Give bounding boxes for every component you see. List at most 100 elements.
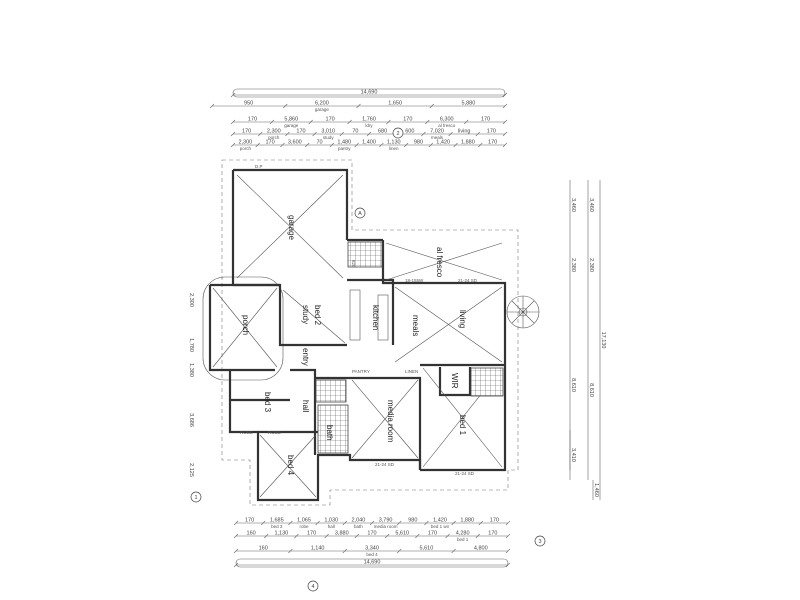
bottom-dimension-value: 5,610 bbox=[420, 546, 434, 552]
right-dimension-value: 3,410 bbox=[570, 448, 576, 462]
bottom-dimension-value: 3,880 bbox=[335, 531, 349, 537]
room-meals: meals bbox=[411, 315, 420, 336]
top-dimension-tick bbox=[448, 131, 453, 137]
porch-canopy bbox=[202, 276, 284, 381]
bottom-dimension-tick bbox=[451, 520, 456, 526]
bottom-dimension-tick bbox=[260, 520, 266, 526]
section-marker-circle bbox=[392, 127, 404, 139]
roof-outline bbox=[221, 159, 519, 506]
top-dimension-tick bbox=[403, 142, 409, 148]
top-dimension-tick bbox=[475, 131, 481, 137]
top-dimension-tick bbox=[308, 119, 313, 125]
top-dimension-value: 1,130 bbox=[387, 140, 401, 146]
top-dimension-value: 170 bbox=[487, 129, 496, 135]
bottom-dimension-tick bbox=[324, 533, 329, 539]
top-dimension-label: pantry bbox=[338, 146, 351, 151]
room-linen: LINEN bbox=[405, 369, 418, 374]
bottom-dimension-tick bbox=[445, 533, 450, 539]
bottom-dimension-tick bbox=[415, 533, 420, 539]
bottom-dimension-label: bed 1 wir bbox=[431, 524, 450, 529]
room-pantry: PANTRY bbox=[352, 369, 370, 374]
bottom-dimension-value: 4,280 bbox=[456, 531, 470, 537]
note-dp: D.P bbox=[255, 164, 263, 169]
top-dimension-tick bbox=[428, 142, 434, 148]
top-dimension-value: 680 bbox=[378, 129, 387, 135]
top-dimension-value: 1,480 bbox=[337, 140, 351, 146]
room-garage: garage bbox=[287, 215, 296, 240]
left-dimension-value: 2,300 bbox=[188, 293, 194, 307]
room-robe-1: ROBE bbox=[240, 430, 253, 435]
section-marker-circle bbox=[354, 207, 366, 219]
bottom-dimension-value: 160 bbox=[259, 546, 268, 552]
bottom-dimension-tick bbox=[288, 548, 293, 554]
bottom-dimension-tick bbox=[505, 520, 511, 526]
top-dimension-value: 5,860 bbox=[284, 117, 298, 123]
section-marker-label: 1 bbox=[194, 495, 197, 501]
room-entry: entry bbox=[301, 348, 310, 366]
top-dimension-value: 7,020 bbox=[430, 129, 444, 135]
note-window-1: 18-155W bbox=[405, 278, 424, 283]
room-bed2: bed 2 bbox=[313, 305, 322, 326]
right-dimension-value: 1,460 bbox=[593, 483, 599, 497]
room-labels: garage porch bed 2 study kitchen meals l… bbox=[240, 164, 478, 476]
section-marker-circle bbox=[307, 580, 319, 592]
top-dimension-tick bbox=[502, 142, 508, 148]
bottom-dimension-label: bed 1 bbox=[457, 537, 469, 542]
bottom-dimension-value: 980 bbox=[408, 518, 417, 524]
note-window-2: 21-24 SD bbox=[458, 278, 478, 283]
bottom-dimension-tick bbox=[505, 548, 511, 554]
top-dimension-tick bbox=[280, 142, 285, 148]
bottom-dimension-value: 2,040 bbox=[352, 518, 366, 524]
top-dimension-tick bbox=[283, 103, 288, 109]
section-marker-label: 4 bbox=[311, 584, 314, 590]
bottom-dimension-tick bbox=[451, 548, 456, 554]
bottom-dimension-value: 1,030 bbox=[324, 518, 338, 524]
top-dimension-tick bbox=[366, 131, 372, 137]
top-dimension-value: 170 bbox=[403, 117, 412, 123]
top-dimension-label: garage bbox=[284, 123, 299, 128]
top-dimension-value: 170 bbox=[242, 129, 251, 135]
section-marker-circle bbox=[534, 535, 546, 547]
room-kitchen: kitchen bbox=[371, 305, 380, 330]
bottom-dimension-tick bbox=[294, 533, 299, 539]
bottom-dimension-tick bbox=[384, 533, 390, 539]
top-dimension-label: meals bbox=[431, 135, 444, 140]
top-dimension-label: study bbox=[323, 135, 335, 140]
room-living: living bbox=[458, 310, 467, 328]
bottom-dimension-value: 1,130 bbox=[274, 531, 288, 537]
top-dimension-value: 2,300 bbox=[238, 140, 252, 146]
bottom-dimension-value: 14,690 bbox=[364, 560, 381, 566]
top-dimension-value: 1,400 bbox=[362, 140, 376, 146]
bottom-dimension-value: 170 bbox=[245, 518, 254, 524]
top-dimension-value: 170 bbox=[481, 117, 490, 123]
bottom-dimension-label: robe bbox=[299, 524, 309, 529]
top-dimension-value: 14,690 bbox=[361, 90, 378, 96]
top-dimension-tick bbox=[453, 142, 458, 148]
bottom-dimension-tick bbox=[233, 562, 239, 568]
bottom-dimension-value: 3,340 bbox=[365, 546, 379, 552]
note-window-3: 21-24 SD bbox=[375, 462, 395, 467]
right-dimension-value: 3,460 bbox=[570, 198, 576, 212]
top-dimension-value: 170 bbox=[488, 140, 497, 146]
section-marker-label: 2 bbox=[396, 131, 399, 137]
bottom-dimension-value: 170 bbox=[428, 531, 437, 537]
right-dimension-value: 8,610 bbox=[570, 378, 576, 392]
room-robe-2: ROBE bbox=[268, 430, 281, 435]
overall-dimension-bracket bbox=[232, 88, 506, 98]
bottom-dimension-tick bbox=[342, 520, 348, 526]
room-study: study bbox=[301, 305, 310, 324]
top-dimension-value: 1,420 bbox=[436, 140, 450, 146]
note-window-4: 21-24 SD bbox=[455, 471, 475, 476]
left-dimension-value: 1,780 bbox=[188, 338, 194, 352]
bottom-dimension-value: 170 bbox=[307, 531, 316, 537]
room-bed3: bed 3 bbox=[263, 392, 272, 413]
bottom-dimension-tick bbox=[233, 548, 239, 554]
top-dimension-value: 3,010 bbox=[321, 129, 335, 135]
ensuite-tiles bbox=[470, 367, 504, 397]
bottom-dimension-tick bbox=[342, 548, 348, 554]
bottom-dimension-tick bbox=[233, 520, 239, 526]
right-dimension-value: 2,380 bbox=[588, 258, 594, 272]
